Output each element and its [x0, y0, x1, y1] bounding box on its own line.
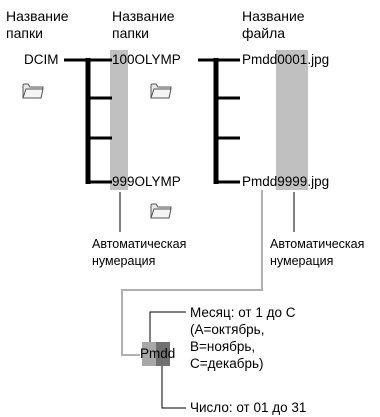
folder-number-highlight — [110, 50, 128, 190]
folder-last-label: 999OLYMP — [112, 174, 181, 189]
day-note: Число: от 01 до 31 — [190, 400, 307, 415]
folder-icon — [150, 203, 172, 219]
file-first-label: Pmdd0001.jpg — [242, 52, 330, 67]
auto-numbering-folder: Автоматическая нумерация — [92, 237, 187, 268]
header-file-name: Название файла — [242, 8, 305, 41]
header-folder-name-1: Название папки — [6, 8, 69, 41]
pmdd-dd-highlight — [156, 342, 170, 366]
day-pointer-line — [161, 366, 186, 409]
header-folder-name-2: Название папки — [112, 8, 175, 41]
pmdd-pointer-line — [121, 190, 263, 356]
file-last-label: Pmdd9999.jpg — [242, 174, 330, 189]
folder-icon — [22, 83, 44, 99]
folder-first-label: 100OLYMP — [112, 52, 181, 67]
month-note: Месяц: от 1 до C (A=октябрь, B=ноябрь, C… — [190, 305, 296, 371]
pmdd-label: Pmdd — [140, 346, 176, 361]
file-number-highlight — [276, 50, 308, 190]
folder-icon — [150, 83, 172, 99]
month-pointer-line — [149, 311, 186, 342]
pmdd-m-highlight — [142, 342, 156, 366]
root-folder-label: DCIM — [24, 52, 59, 67]
auto-numbering-file: Автоматическая нумерация — [270, 237, 365, 268]
